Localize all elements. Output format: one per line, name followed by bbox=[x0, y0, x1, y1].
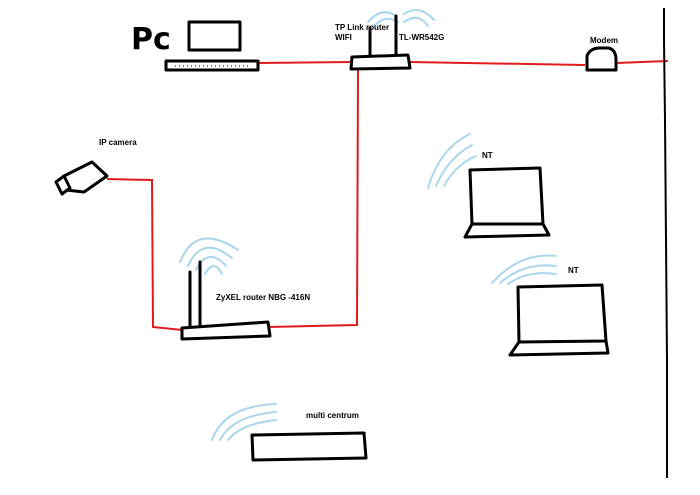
tp-link-label: TP Link router bbox=[335, 23, 389, 32]
ip-camera-label: IP camera bbox=[99, 138, 137, 147]
multi-centrum-device-icon bbox=[250, 431, 368, 462]
nt-1-label: NT bbox=[482, 151, 493, 160]
pc-monitor-icon bbox=[187, 20, 242, 52]
tp-link-model-label: TL-WR542G bbox=[399, 33, 444, 42]
nt-2-laptop-icon bbox=[508, 283, 610, 357]
nt-1-laptop-icon bbox=[463, 166, 551, 239]
modem-icon bbox=[585, 46, 618, 72]
modem-label: Modem bbox=[590, 36, 618, 45]
multi-centrum-wifi-signal-icon bbox=[211, 403, 277, 441]
ip-camera-icon bbox=[54, 160, 109, 196]
pc-label: Pc bbox=[131, 22, 171, 57]
pc-keyboard-icon bbox=[164, 59, 260, 72]
cable-tp-link-to-modem bbox=[409, 61, 586, 66]
zyxel-antenna-icon bbox=[188, 260, 202, 332]
zyxel-router-label: ZyXEL router NBG -416N bbox=[216, 293, 310, 302]
cable-camera-to-zyxel bbox=[106, 178, 183, 331]
tp-link-router-icon bbox=[349, 53, 412, 71]
zyxel-router-icon bbox=[180, 320, 272, 341]
nt-1-wifi-signal-icon bbox=[427, 133, 477, 189]
zyxel-wifi-signal-icon bbox=[179, 237, 239, 275]
tp-link-wifi-label: WIFI bbox=[335, 33, 352, 42]
cable-pc-to-tp-link bbox=[257, 61, 353, 64]
cable-tp-link-to-zyxel bbox=[267, 67, 359, 328]
multi-centrum-label: multi centrum bbox=[306, 411, 359, 420]
wall-line bbox=[663, 8, 668, 478]
tp-link-antenna-icon bbox=[368, 14, 398, 59]
nt-2-wifi-signal-icon bbox=[491, 254, 557, 285]
cable-modem-to-wall bbox=[615, 60, 669, 64]
nt-2-label: NT bbox=[568, 266, 579, 275]
